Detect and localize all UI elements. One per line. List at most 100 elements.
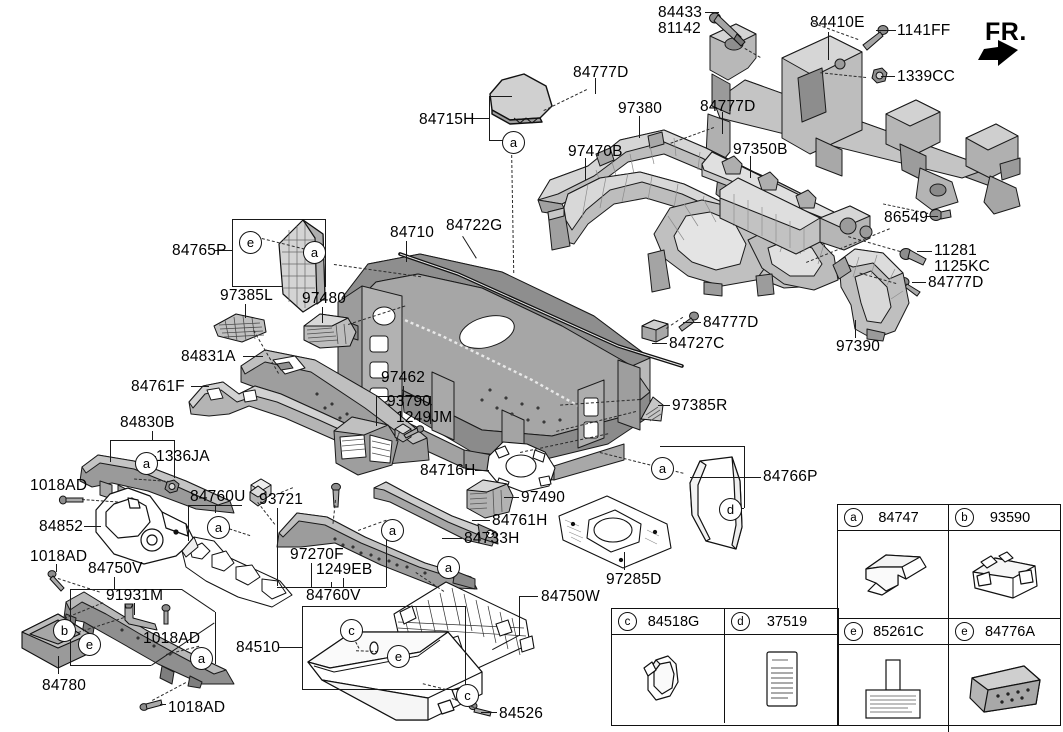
bracket-84750V-bot	[70, 665, 151, 666]
label-84433: 84433	[658, 4, 703, 21]
bracket-84760U-top	[188, 505, 242, 506]
bracket-84510-box	[302, 606, 466, 690]
legend-letter-b: b	[955, 508, 974, 527]
label-84780: 84780	[42, 677, 87, 694]
leader-1249EB	[343, 578, 344, 587]
leader-84777D-2	[722, 112, 723, 134]
label-84722G: 84722G	[446, 217, 503, 234]
leader-97385R	[658, 405, 670, 406]
bolt-84433-icon	[709, 12, 747, 47]
label-1141FF: 1141FF	[897, 22, 951, 39]
callout-a-84760U[interactable]: a	[207, 516, 230, 539]
legend-header-c: c 84518G	[612, 609, 724, 635]
bracket-84750V-top	[70, 589, 182, 590]
label-84830B: 84830B	[120, 414, 175, 431]
part-84727C-clip	[638, 316, 672, 344]
leader-93721	[277, 508, 278, 586]
part-84766P-end-cover	[678, 455, 748, 553]
callout-a-84715H[interactable]: a	[502, 131, 525, 154]
leader-97385L	[245, 304, 246, 318]
label-84777D-4: 84777D	[703, 314, 759, 331]
bracket-84715H-v	[489, 96, 490, 140]
callout-a-84760V[interactable]: a	[381, 519, 404, 542]
bracket-84715H-top	[489, 96, 512, 97]
nut-1339CC-icon	[869, 66, 889, 86]
legend-letter-d: d	[731, 612, 750, 631]
label-84831A: 84831A	[181, 348, 236, 365]
label-84710: 84710	[390, 224, 435, 241]
legend-art-switch-module-icon	[949, 531, 1060, 618]
legend-part-84776A: 84776A	[985, 623, 1035, 640]
leader-84852	[84, 526, 101, 527]
leader-84760U	[215, 505, 216, 513]
legend-cell-a-84747: a 84747	[838, 505, 949, 618]
label-84777D-top: 84777D	[573, 64, 629, 81]
part-97462-center-vent	[330, 415, 402, 479]
label-1018AD-4: 1018AD	[168, 699, 226, 716]
label-1018AD-3: 1018AD	[143, 630, 201, 647]
legend-header-e2: e 84776A	[949, 619, 1060, 645]
legend-part-85261C: 85261C	[873, 623, 924, 640]
label-97285D: 97285D	[606, 571, 662, 588]
bolt-1249JM-icon	[400, 424, 425, 440]
leader-84710	[406, 241, 407, 262]
leader-97470B	[585, 158, 586, 180]
leader-84716H	[475, 470, 489, 471]
legend-table: a 84747 b 93	[837, 504, 1061, 732]
legend-row-2: e 85261C	[838, 619, 1060, 732]
label-97380: 97380	[618, 100, 663, 117]
legend-cell-d-37519: d 37519	[725, 609, 838, 723]
label-97270F: 97270F	[290, 546, 344, 563]
leader-1339CC	[881, 76, 895, 77]
part-84760U-knee-bolster	[176, 533, 296, 609]
label-84716H: 84716H	[420, 462, 476, 479]
part-97390-side-duct	[832, 247, 913, 342]
label-93721: 93721	[259, 491, 304, 508]
bracket-84830B-l	[110, 440, 111, 462]
legend-cell-e-84776A: e 84776A	[949, 619, 1060, 732]
leader-11281	[917, 251, 932, 252]
bolt-1249EB-icon	[327, 482, 345, 509]
leader-84765P	[215, 250, 232, 251]
leader-84750W	[519, 596, 538, 597]
legend-header-d: d 37519	[725, 609, 838, 635]
callout-b-84750V[interactable]: b	[53, 619, 76, 642]
part-97270F-vent	[246, 484, 270, 508]
nut-1336JA-icon	[163, 478, 181, 496]
bracket-97462-top	[376, 396, 430, 397]
label-1249JM: 1249JM	[396, 409, 453, 426]
bolt-86549-icon	[928, 205, 952, 227]
leader-84777D-top	[595, 78, 596, 94]
leader-97462	[403, 386, 404, 396]
leader-84780	[58, 656, 59, 674]
part-84852-lower-shroud	[88, 486, 198, 568]
callout-a-84750V[interactable]: a	[190, 647, 213, 670]
leader-84526	[481, 712, 497, 713]
label-84761H: 84761H	[492, 512, 548, 529]
callout-e-84750V[interactable]: e	[78, 633, 101, 656]
callout-c-84510[interactable]: c	[340, 619, 363, 642]
part-84710-crash-pad-main	[332, 240, 662, 481]
callout-c2-84510[interactable]: c	[456, 684, 479, 707]
leader-97480	[322, 307, 323, 323]
label-97480: 97480	[302, 290, 347, 307]
label-81142: 81142	[658, 20, 701, 37]
callout-d-84766P[interactable]: d	[719, 498, 742, 521]
label-84410E: 84410E	[810, 14, 865, 31]
callout-e-84510[interactable]: e	[387, 645, 410, 668]
leader-1018AD-4	[160, 704, 166, 705]
bracket-84766P-v	[744, 446, 745, 508]
bracket-97462-l	[376, 396, 377, 426]
callout-a-84830B[interactable]: a	[135, 452, 158, 475]
callout-a-84766P[interactable]: a	[651, 457, 674, 480]
label-84510: 84510	[236, 639, 281, 656]
callout-a-84765P[interactable]: a	[303, 241, 326, 264]
leader-84777D-4	[683, 322, 701, 323]
label-1018AD-2: 1018AD	[30, 548, 88, 565]
callout-a-84750W[interactable]: a	[437, 556, 460, 579]
label-84777D-3: 84777D	[928, 274, 984, 291]
callout-e-84765P[interactable]: e	[239, 231, 262, 254]
legend-art-grommet-clip-icon	[612, 635, 724, 723]
label-84760V: 84760V	[306, 587, 361, 604]
leader-84766P	[744, 477, 761, 478]
